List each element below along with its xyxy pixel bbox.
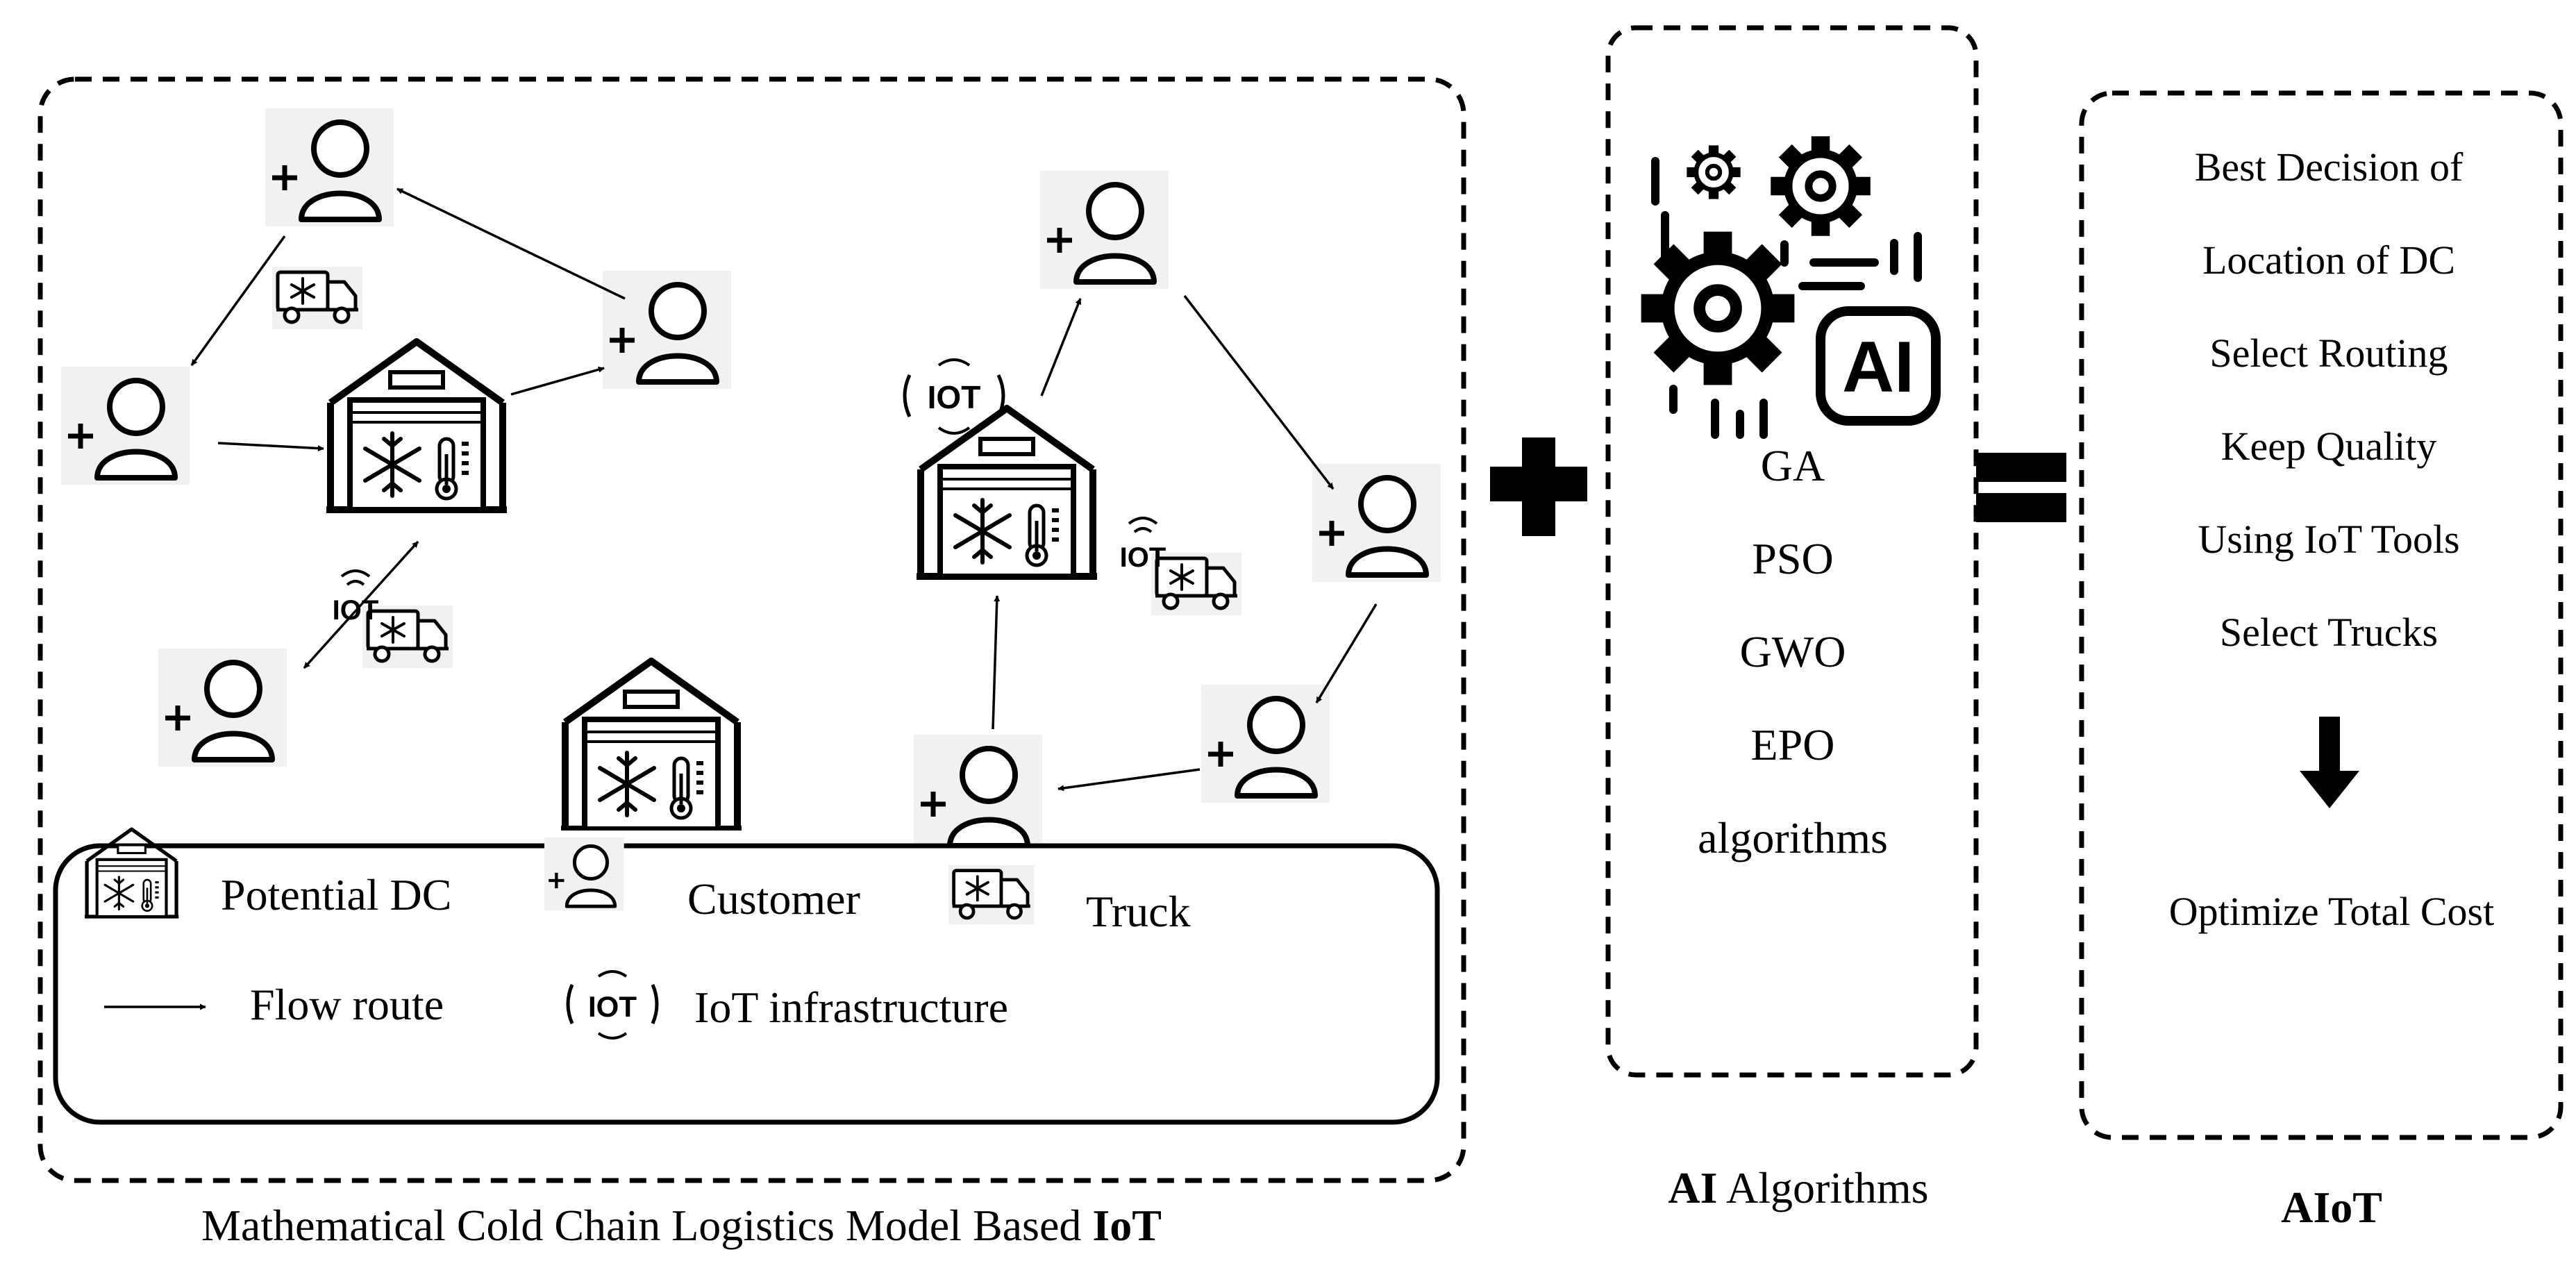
potential-dc-icon: [561, 661, 742, 829]
gear-icon: [1687, 145, 1740, 199]
legend-item-customer: Customer: [544, 837, 860, 924]
potential-dc-icon: [917, 408, 1097, 576]
flow-route-arrow: [1057, 768, 1201, 792]
legend-label: Truck: [1086, 887, 1191, 936]
svg-text:IOT: IOT: [588, 990, 637, 1023]
down-arrow-icon: [2300, 717, 2359, 808]
flow-route-arrow: [510, 366, 605, 396]
potential-dc-icon: [326, 342, 507, 510]
ai-chip-icon: [1816, 306, 1941, 426]
iot-antenna-icon: IOT: [566, 970, 659, 1040]
iot-model-border: [37, 76, 1466, 1183]
equals-operator: [1976, 453, 2066, 522]
iot-antenna-icon: IOT: [333, 569, 378, 626]
ai-algorithms-section: AI GA PSO GWO EPO algorithms AI Algorith…: [1605, 25, 1979, 1212]
legend-border: [53, 843, 1440, 1125]
flow-route-arrow: [303, 540, 419, 669]
algorithm-item: PSO: [1752, 534, 1833, 583]
customer-icon: [61, 367, 190, 485]
plus-operator: [1490, 437, 1587, 536]
flow-route-arrow: [1183, 294, 1335, 490]
ai-section-caption: AI Algorithms: [1668, 1163, 1928, 1212]
customer-icon: [1312, 464, 1441, 582]
flow-route-arrow: [396, 187, 626, 300]
aiot-section-border: [2079, 90, 2564, 1140]
legend-item-iot-infrastructure: IOT IoT infrastructure: [566, 970, 1008, 1040]
algorithm-item: algorithms: [1698, 813, 1888, 862]
flow-route-arrow: [992, 595, 1001, 730]
algorithm-item: GWO: [1740, 627, 1846, 676]
truck-icon: [948, 865, 1035, 925]
legend-item-flow-route: Flow route: [104, 980, 444, 1029]
aiot-result-line: Select Routing: [2209, 331, 2448, 376]
customer-icon: [1201, 685, 1330, 803]
aiot-section: Best Decision of Location of DC Select R…: [2079, 90, 2564, 1232]
legend: Potential DC Customer Truck Flow route I…: [53, 829, 1440, 1125]
aiot-result-line: Select Trucks: [2220, 610, 2438, 655]
svg-text:IOT: IOT: [928, 379, 981, 415]
flow-route-arrow: [217, 442, 324, 452]
flow-route-arrow: [1040, 298, 1082, 397]
ai-chip-label: AI: [1842, 327, 1914, 408]
iot-model-section: IOT IOT IOT: [37, 76, 1466, 1250]
truck-icon: [272, 267, 362, 329]
customer-icon: [603, 271, 731, 389]
legend-label: IoT infrastructure: [694, 983, 1008, 1032]
legend-label: Customer: [687, 874, 860, 924]
ai-gears-icon: AI: [1641, 136, 1941, 439]
customer-icon: [544, 837, 624, 910]
customer-icon: [158, 649, 287, 767]
svg-text:IOT: IOT: [1120, 542, 1166, 573]
aiot-result-line: Using IoT Tools: [2198, 517, 2459, 562]
iot-antenna-icon: IOT: [903, 358, 1005, 435]
legend-label: Flow route: [250, 980, 444, 1029]
flow-route-arrow: [1315, 603, 1378, 703]
algorithm-item: EPO: [1751, 720, 1835, 769]
gear-icon: [1771, 136, 1871, 236]
legend-item-potential-dc: Potential DC: [85, 829, 451, 919]
aiot-result-optimize: Optimize Total Cost: [2169, 889, 2495, 934]
legend-item-truck: Truck: [948, 865, 1191, 936]
aiot-section-caption: AIoT: [2281, 1183, 2382, 1232]
aiot-result-line: Location of DC: [2202, 237, 2455, 283]
flow-route-arrows: [190, 187, 1378, 792]
iot-antenna-icon: IOT: [1120, 517, 1166, 573]
potential-dc-icon: [85, 829, 178, 917]
customer-icon: [265, 108, 394, 226]
legend-label: Potential DC: [221, 870, 451, 919]
customer-icon: [1040, 171, 1169, 289]
customer-icon: [914, 735, 1042, 853]
flow-route-arrow: [190, 235, 286, 367]
algorithm-item: GA: [1761, 441, 1825, 490]
aiot-result-line: Best Decision of: [2195, 144, 2464, 190]
aiot-result-line: Keep Quality: [2221, 424, 2437, 469]
iot-section-caption: Mathematical Cold Chain Logistics Model …: [201, 1201, 1162, 1250]
